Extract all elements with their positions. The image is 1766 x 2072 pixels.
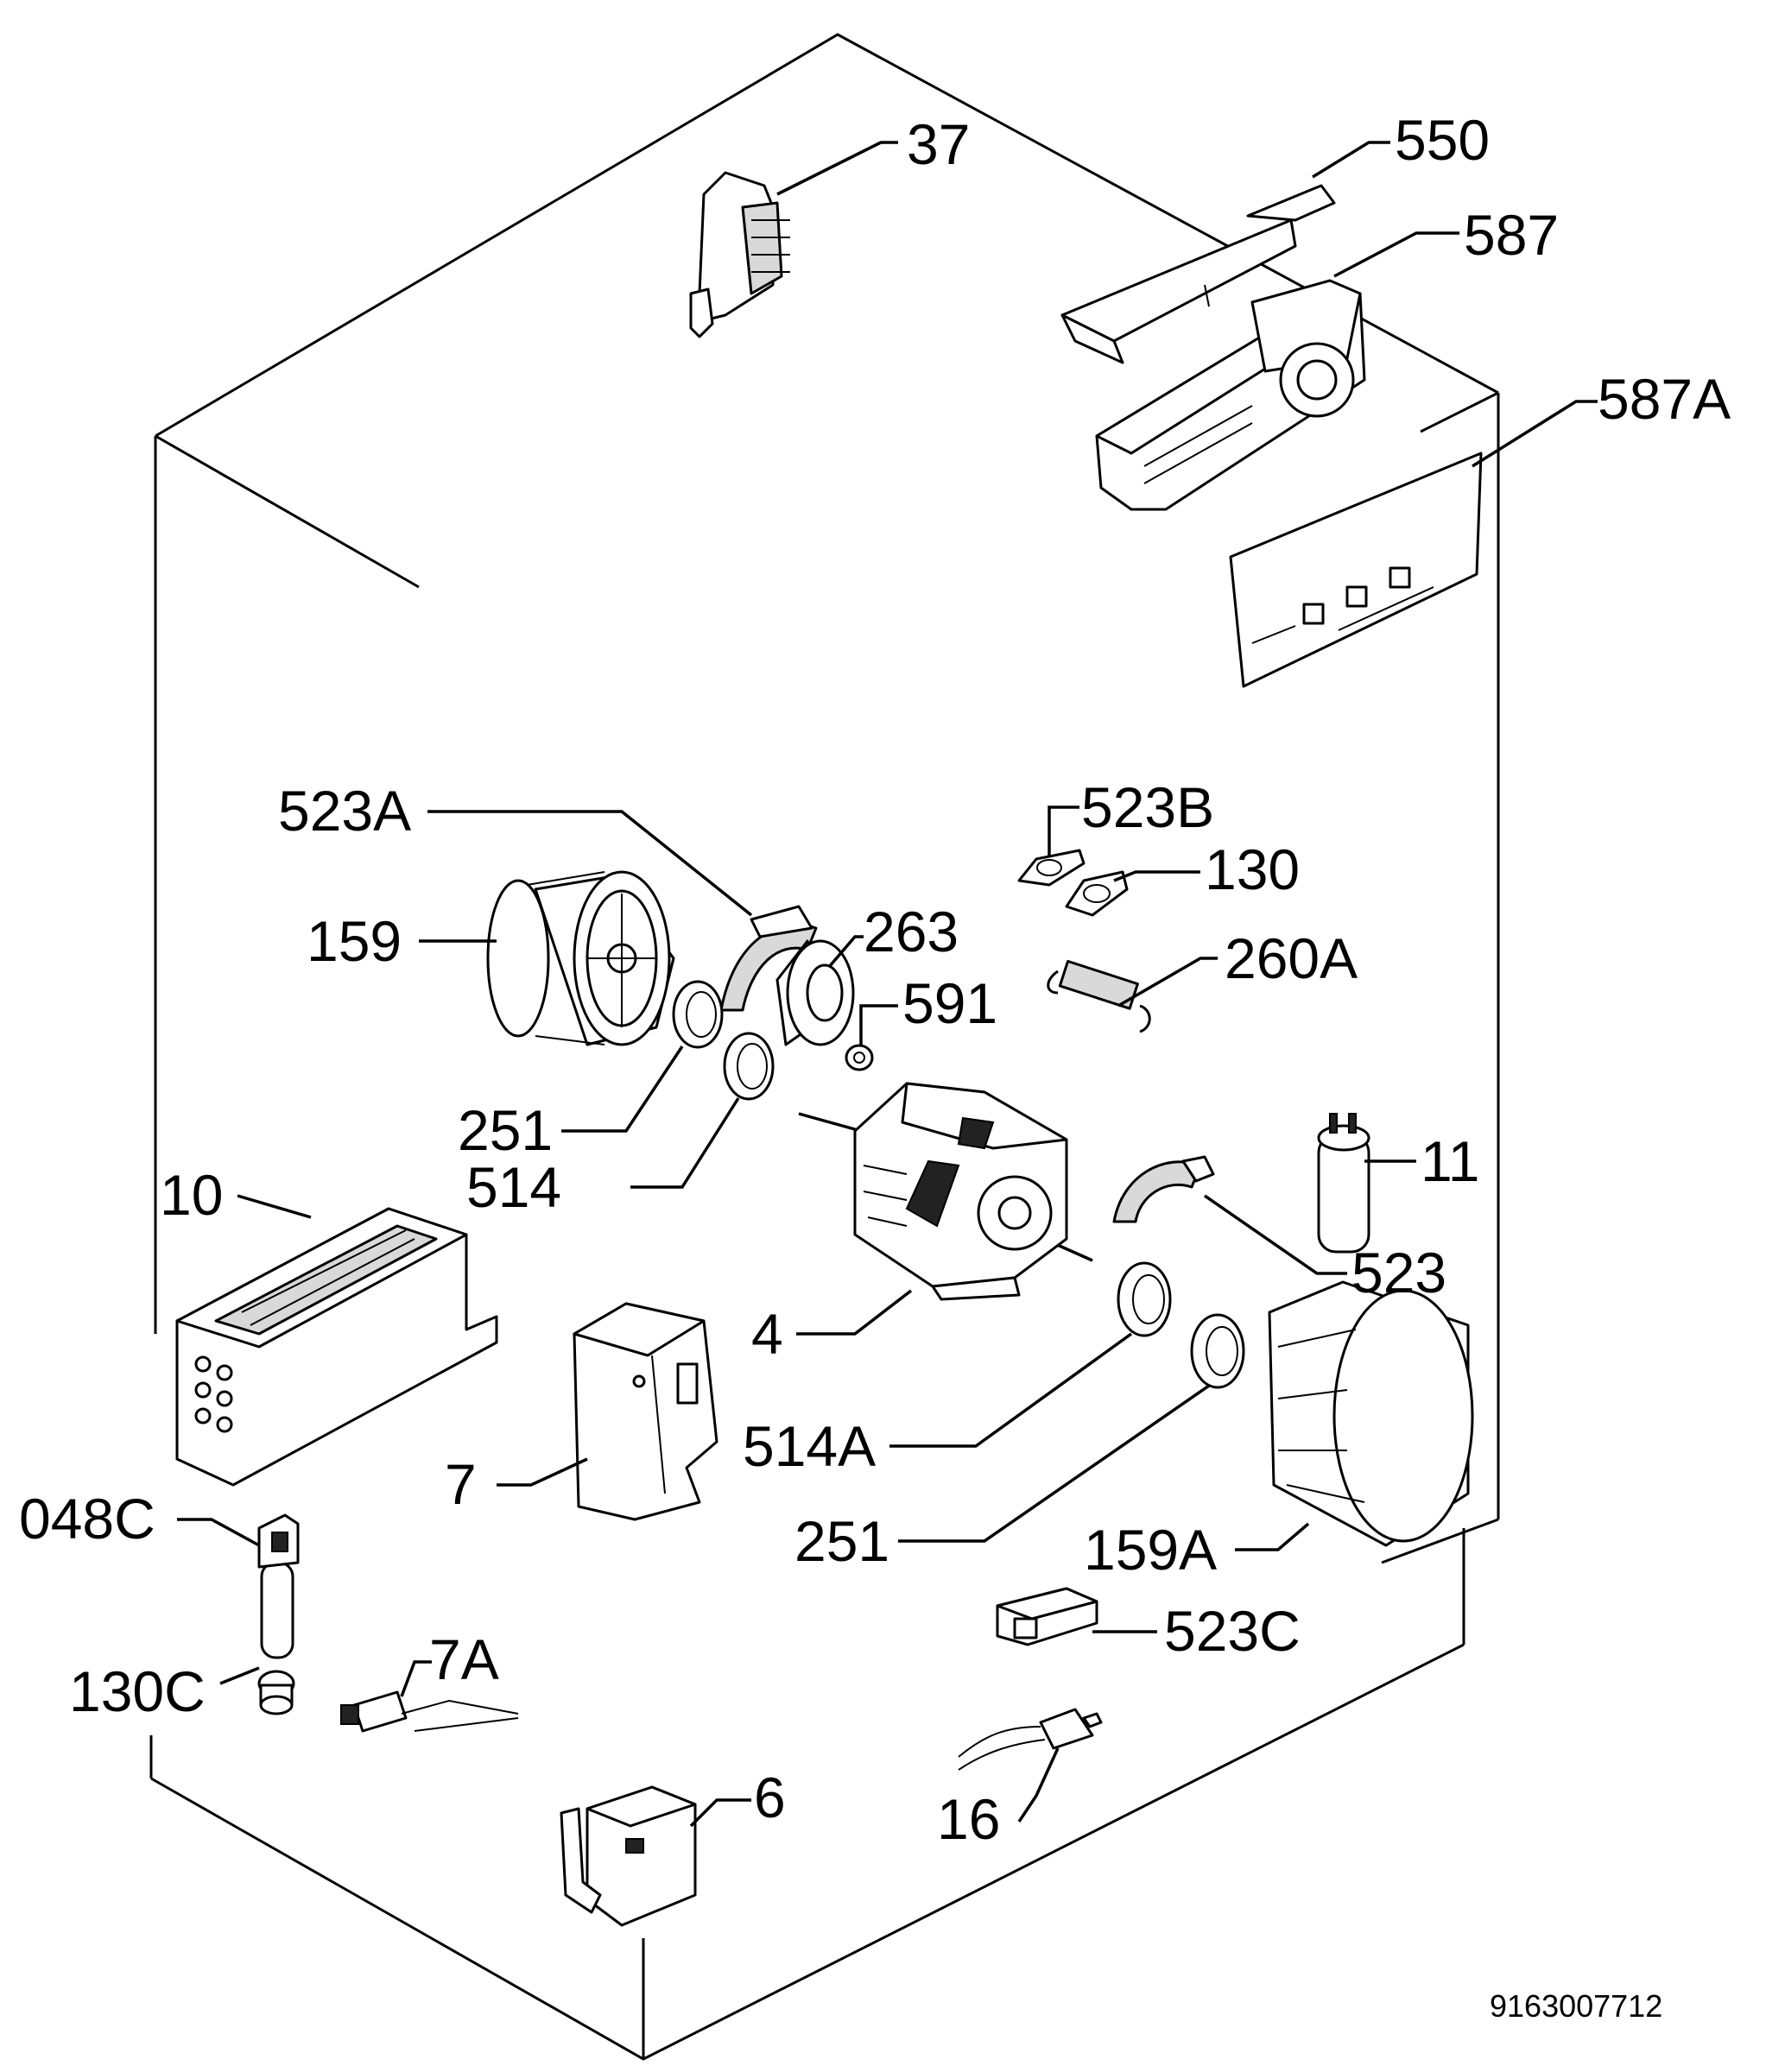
label-10: 10	[160, 1163, 223, 1227]
cabinet-outline	[149, 33, 1500, 2061]
part-523C-bracket[interactable]	[996, 1587, 1098, 1646]
label-130: 130	[1205, 837, 1300, 901]
part-10-heater[interactable]	[175, 1207, 498, 1487]
label-048C: 048C	[19, 1487, 155, 1551]
part-550-cover[interactable]	[1060, 184, 1336, 364]
part-587-control-module[interactable]	[1095, 279, 1366, 511]
label-523: 523	[1351, 1241, 1446, 1304]
leader-lines	[177, 141, 1598, 1828]
part-159A-fan-wheel[interactable]	[1268, 1280, 1474, 1547]
part-159-drum-fan[interactable]	[486, 870, 675, 1046]
part-4-motor[interactable]	[798, 1082, 1093, 1301]
document-number: 9163007712	[1490, 1988, 1662, 2024]
part-591-washer[interactable]	[845, 1044, 874, 1071]
part-587A-circuit-board[interactable]	[1229, 452, 1483, 688]
label-251-upper: 251	[458, 1098, 553, 1162]
label-159A: 159A	[1084, 1518, 1217, 1582]
part-11-capacitor[interactable]	[1317, 1113, 1370, 1254]
part-048C-sensor[interactable]	[257, 1513, 300, 1659]
part-7A-micro-switch[interactable]	[340, 1690, 519, 1733]
part-130C-gasket[interactable]	[257, 1670, 295, 1715]
label-260A: 260A	[1225, 926, 1358, 990]
part-523B-bracket[interactable]	[1017, 849, 1086, 887]
part-523A-clamp[interactable]	[719, 905, 818, 1012]
label-7A: 7A	[429, 1627, 499, 1691]
label-37: 37	[907, 112, 970, 176]
label-587: 587	[1464, 203, 1559, 267]
part-263-pulley[interactable]	[775, 939, 855, 1046]
label-16: 16	[937, 1787, 1000, 1851]
label-4: 4	[751, 1302, 783, 1366]
label-159: 159	[307, 909, 402, 973]
part-16-switch[interactable]	[958, 1708, 1103, 1771]
part-7-door-lock[interactable]	[573, 1302, 718, 1521]
part-37-connector[interactable]	[689, 171, 790, 338]
part-labels: 37 550 587 587A 523A 523B 130 159 263 26…	[19, 108, 1731, 2024]
label-263: 263	[864, 900, 959, 963]
label-6: 6	[754, 1766, 786, 1829]
part-251-bearing-lower[interactable]	[1190, 1313, 1245, 1389]
part-514-bearing[interactable]	[723, 1032, 775, 1101]
label-514: 514	[466, 1155, 561, 1219]
label-523B: 523B	[1081, 775, 1214, 839]
part-260A-spring[interactable]	[1047, 959, 1151, 1033]
label-550: 550	[1395, 108, 1490, 172]
label-7: 7	[445, 1452, 477, 1516]
label-591: 591	[902, 971, 997, 1035]
label-251-lower: 251	[794, 1509, 889, 1573]
label-130C: 130C	[69, 1659, 206, 1723]
label-587A: 587A	[1598, 367, 1731, 431]
part-130-gasket[interactable]	[1065, 870, 1129, 917]
label-523C: 523C	[1164, 1599, 1301, 1663]
label-514A: 514A	[743, 1414, 876, 1478]
part-514A-bearing[interactable]	[1117, 1261, 1172, 1337]
part-523-clamp[interactable]	[1112, 1155, 1215, 1223]
label-11: 11	[1421, 1129, 1480, 1193]
part-251-bearing-upper[interactable]	[672, 980, 724, 1049]
part-6-pump[interactable]	[560, 1785, 697, 1927]
label-523A: 523A	[278, 779, 411, 843]
